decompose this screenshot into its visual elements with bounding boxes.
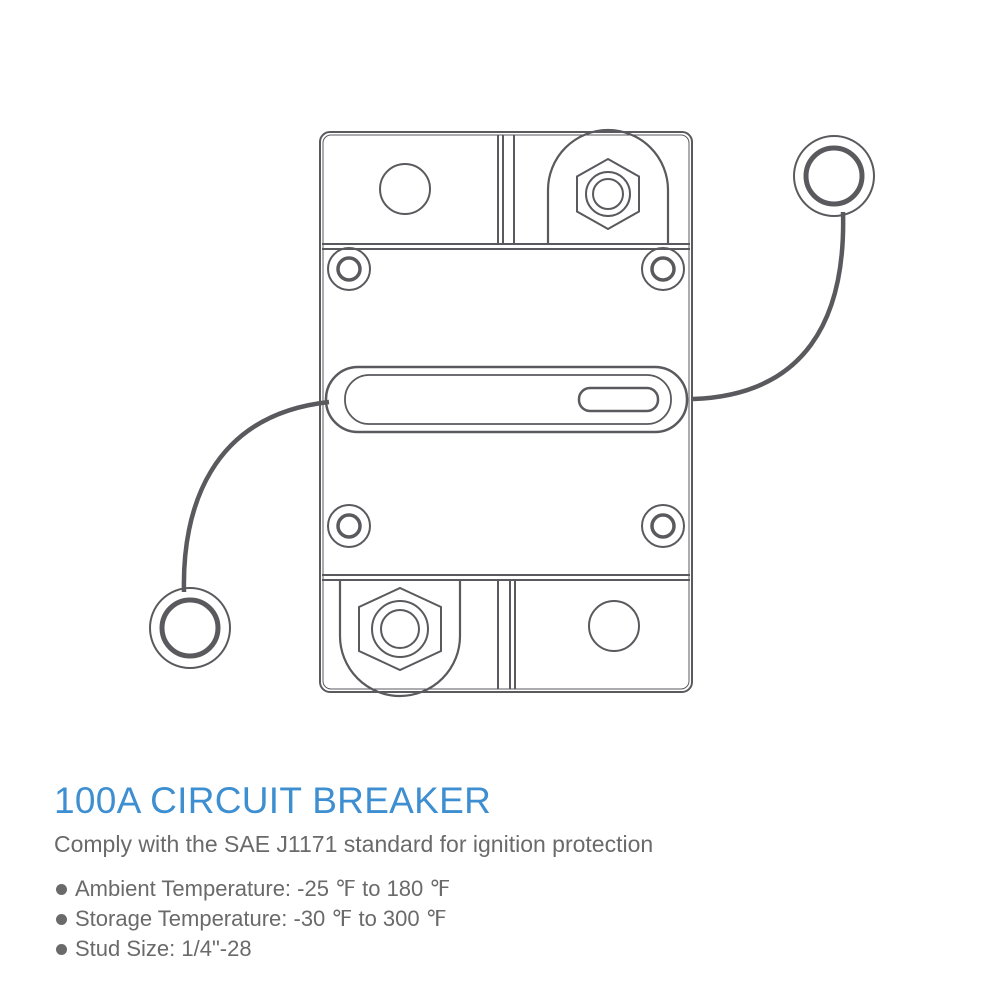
screw-bottom-left-icon: [327, 504, 371, 548]
spec-item-storage-temperature: Storage Temperature: -30 ℉ to 300 ℉: [54, 904, 450, 934]
hex-nut-top-icon: [576, 157, 640, 231]
hex-nut-bottom-icon: [358, 586, 442, 672]
product-subtitle: Comply with the SAE J1171 standard for i…: [54, 831, 654, 857]
wire-left: [181, 399, 330, 593]
bullet-icon: [56, 943, 67, 955]
mount-hole-top-left: [379, 163, 431, 215]
bullet-icon: [56, 883, 67, 895]
stud-bracket-top: [546, 128, 670, 244]
ring-terminal-right-icon: [793, 135, 875, 217]
ring-terminal-left-icon: [149, 587, 231, 669]
spec-item-ambient-temperature: Ambient Temperature: -25 ℉ to 180 ℉: [54, 874, 450, 904]
spec-label: Storage Temperature: -30 ℉ to 300 ℉: [75, 906, 447, 931]
spec-label: Stud Size: 1/4"-28: [75, 936, 252, 961]
stud-bracket-bottom: [338, 580, 462, 698]
spec-list: Ambient Temperature: -25 ℉ to 180 ℉ Stor…: [54, 874, 450, 964]
screw-bottom-right-icon: [641, 504, 685, 548]
reset-lever: [324, 365, 689, 434]
mount-hole-bottom-right: [588, 600, 640, 652]
circuit-breaker-diagram: [149, 128, 875, 698]
spec-label: Ambient Temperature: -25 ℉ to 180 ℉: [75, 876, 451, 901]
product-title: 100A CIRCUIT BREAKER: [54, 780, 492, 821]
wire-right: [692, 211, 846, 402]
breaker-housing: [319, 131, 693, 693]
bullet-icon: [56, 913, 67, 925]
breaker-housing-inner: [322, 134, 690, 690]
screw-top-left-icon: [327, 247, 371, 291]
spec-item-stud-size: Stud Size: 1/4"-28: [54, 934, 450, 964]
screw-top-right-icon: [641, 247, 685, 291]
